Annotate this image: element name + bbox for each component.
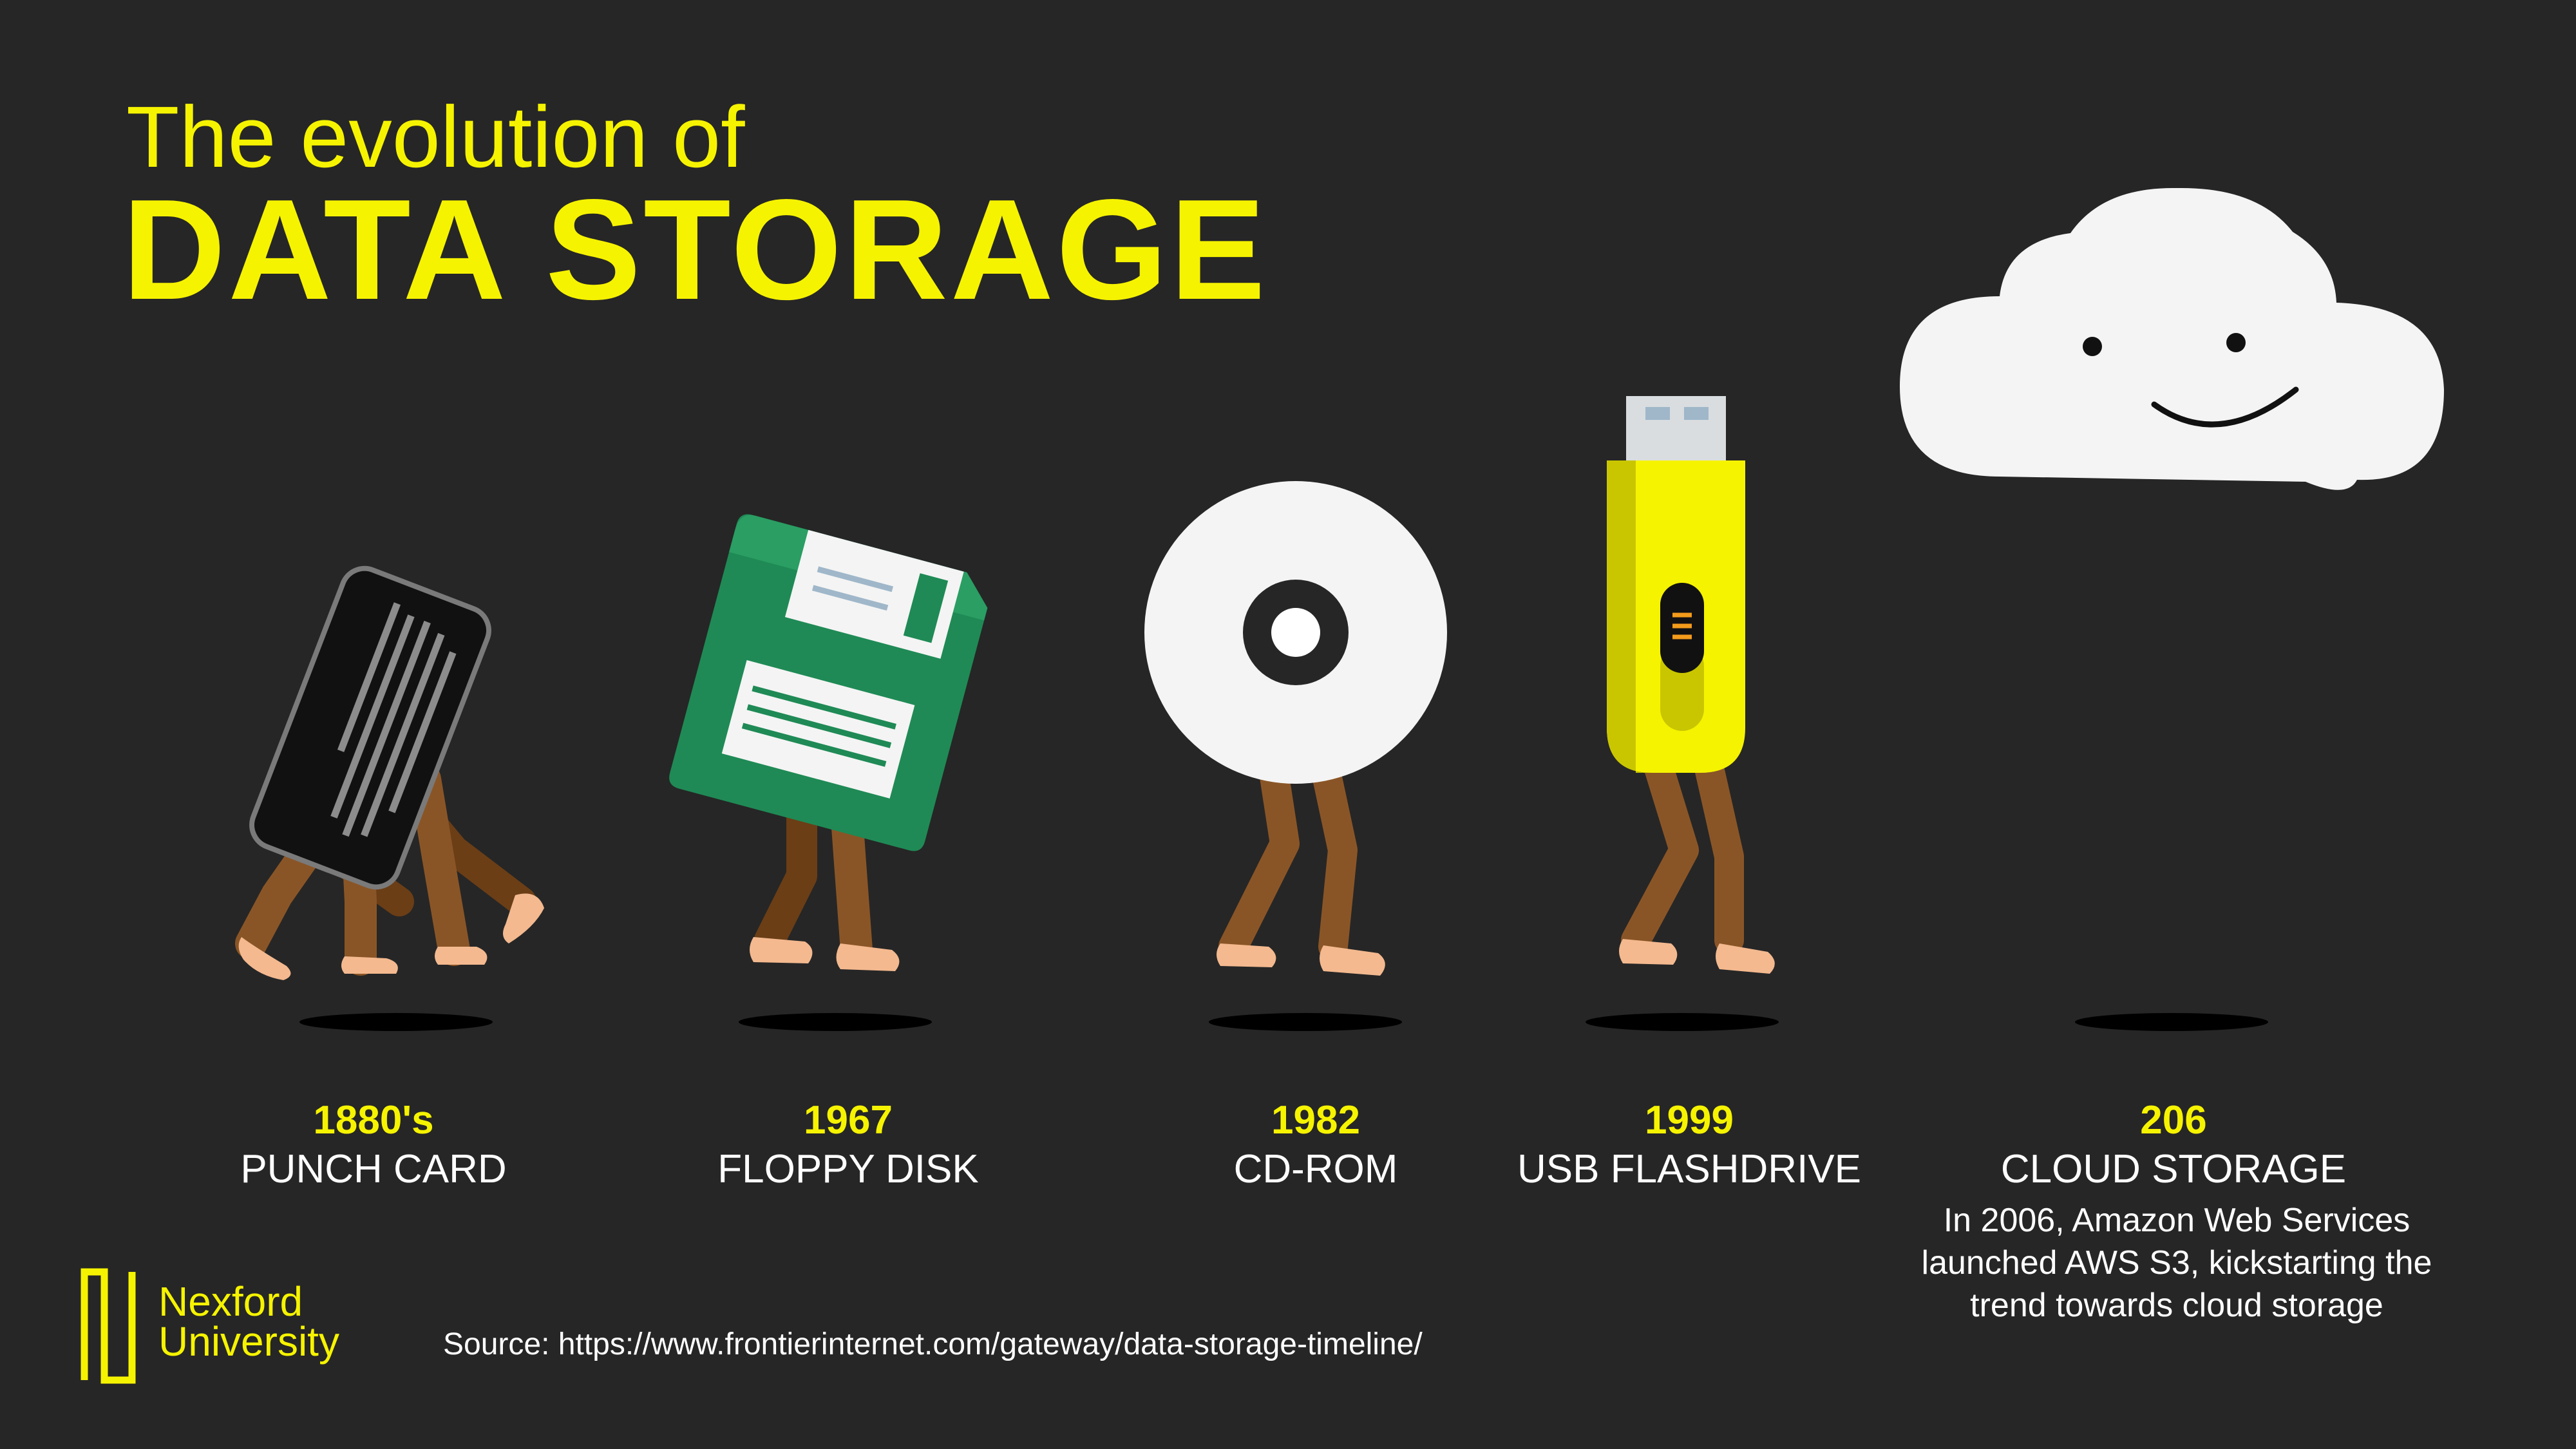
cloud-storage-description: In 2006, Amazon Web Services launched AW… bbox=[1887, 1199, 2467, 1327]
year-label: 1880's bbox=[313, 1098, 434, 1142]
year-label: 1999 bbox=[1645, 1098, 1734, 1142]
year-label: 1967 bbox=[804, 1098, 893, 1142]
description-line-3: trend towards cloud storage bbox=[1970, 1287, 2383, 1324]
floppy-disk-icon bbox=[669, 514, 988, 971]
year-label: 1982 bbox=[1271, 1098, 1360, 1142]
title-line-2: DATA STORAGE bbox=[122, 170, 1268, 330]
brand-line-2: University bbox=[158, 1318, 339, 1365]
item-name-label: PUNCH CARD bbox=[240, 1147, 507, 1191]
year-label: 206 bbox=[2140, 1098, 2207, 1142]
timeline-item-punch-card: 1880's PUNCH CARD bbox=[116, 1097, 631, 1195]
item-name-label: USB FLASHDRIVE bbox=[1517, 1147, 1862, 1191]
description-line-2: launched AWS S3, kickstarting the bbox=[1921, 1244, 2432, 1282]
title-line-1: The evolution of bbox=[126, 88, 745, 185]
punch-card-icon bbox=[235, 565, 544, 980]
item-name-label: CD-ROM bbox=[1233, 1147, 1398, 1191]
usb-flashdrive-icon bbox=[1607, 396, 1775, 974]
item-name-label: FLOPPY DISK bbox=[717, 1147, 979, 1191]
cloud-icon bbox=[1900, 187, 2444, 490]
source-citation: Source: https://www.frontierinternet.com… bbox=[443, 1327, 1423, 1361]
timeline-item-floppy-disk: 1967 FLOPPY DISK bbox=[591, 1097, 1106, 1195]
item-name-label: CLOUD STORAGE bbox=[2000, 1147, 2347, 1191]
brand-name: Nexford University bbox=[158, 1278, 339, 1365]
nexford-logo-icon bbox=[80, 1268, 136, 1384]
timeline-item-cd-rom: 1982 CD-ROM bbox=[1058, 1097, 1573, 1195]
ground-shadows bbox=[299, 1013, 2268, 1031]
cd-rom-icon bbox=[1144, 481, 1447, 976]
description-line-1: In 2006, Amazon Web Services bbox=[1943, 1202, 2410, 1239]
timeline-item-cloud-storage: 206 CLOUD STORAGE bbox=[1916, 1097, 2431, 1195]
timeline-item-usb-flashdrive: 1999 USB FLASHDRIVE bbox=[1432, 1097, 1947, 1195]
brand-line-1: Nexford bbox=[158, 1278, 303, 1325]
